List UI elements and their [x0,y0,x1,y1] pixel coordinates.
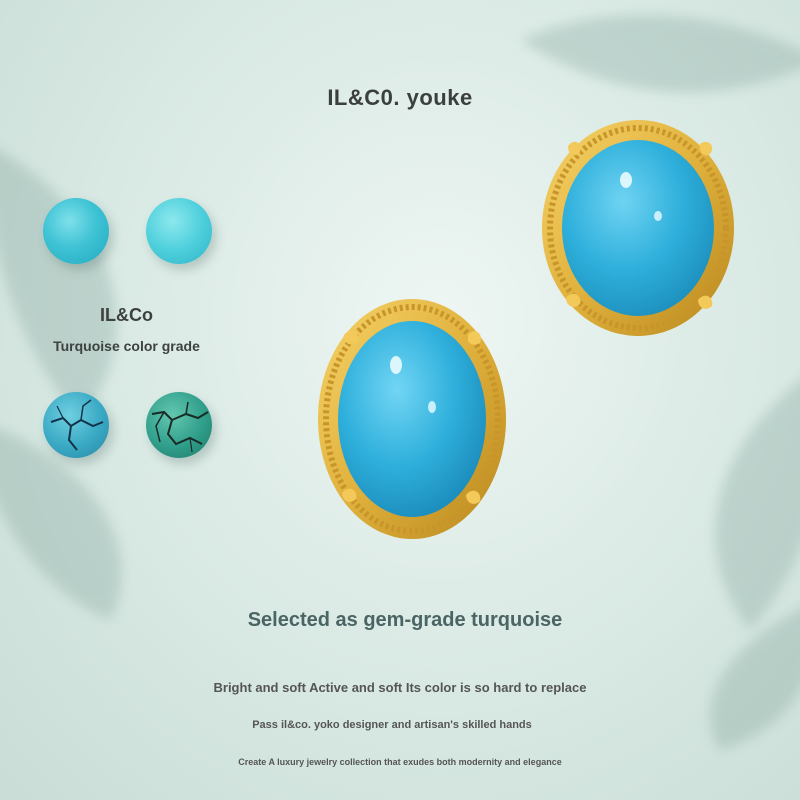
swatch-light-blue [146,198,212,264]
earring-back [542,120,734,336]
earring-front [318,299,506,539]
tagline-1: Bright and soft Active and soft Its colo… [213,680,587,695]
grade-label: Turquoise color grade [53,338,200,354]
page-title: IL&C0. youke [327,84,473,110]
swatch-matrix-green [146,392,212,458]
matrix-veins-icon [151,401,209,453]
tagline-2: Pass il&co. yoko designer and artisan's … [252,719,532,731]
leaf-shadow-right [710,381,800,750]
grade-brand: IL&Co [100,305,153,325]
leaf-shadow-top [520,15,800,92]
swatch-matrix-blue [43,392,109,458]
matrix-veins-icon [50,399,104,451]
headline: Selected as gem-grade turquoise [247,608,563,631]
leaf-shadow-left [0,150,122,620]
tagline-3: Create A luxury jewelry collection that … [238,757,562,767]
swatch-bright-blue [43,198,109,264]
